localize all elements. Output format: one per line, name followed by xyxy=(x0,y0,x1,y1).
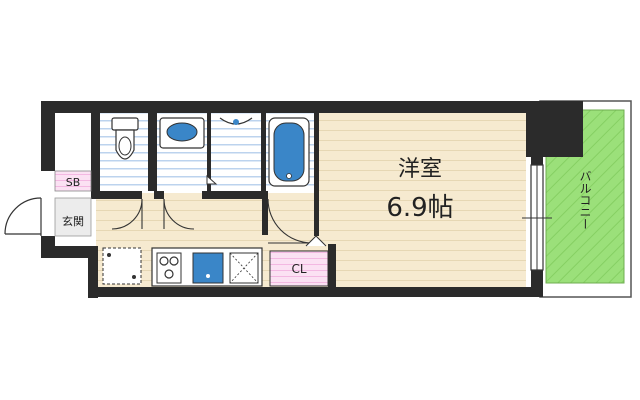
western-room-label: 洋室 xyxy=(398,157,442,182)
entrance-area xyxy=(54,197,92,237)
closet-label: CL xyxy=(291,262,306,276)
closet xyxy=(269,250,329,287)
entrance-label: 玄関 xyxy=(62,214,84,228)
stove-icon xyxy=(156,252,182,284)
shoe-box xyxy=(54,170,92,192)
fridge-space-icon xyxy=(229,252,259,284)
closet-wall xyxy=(328,244,336,289)
kitchen-sink-icon xyxy=(192,252,224,284)
entrance-door xyxy=(4,197,42,236)
bathtub-icon xyxy=(268,117,310,187)
western-room-size: 6.9帖 xyxy=(386,193,453,223)
washing-machine-space-icon xyxy=(102,247,142,285)
window xyxy=(522,164,552,271)
shower-room xyxy=(211,113,261,191)
interior-doors xyxy=(111,198,313,244)
walls xyxy=(41,101,583,298)
shoe-box-label: SB xyxy=(66,176,81,189)
shower-icon xyxy=(206,117,253,185)
closet-door-icon xyxy=(305,235,327,247)
toilet-icon xyxy=(111,117,139,160)
wash-basin-icon xyxy=(159,117,205,149)
balcony-label: バルコニー xyxy=(578,170,592,230)
western-room-floor xyxy=(318,113,526,289)
